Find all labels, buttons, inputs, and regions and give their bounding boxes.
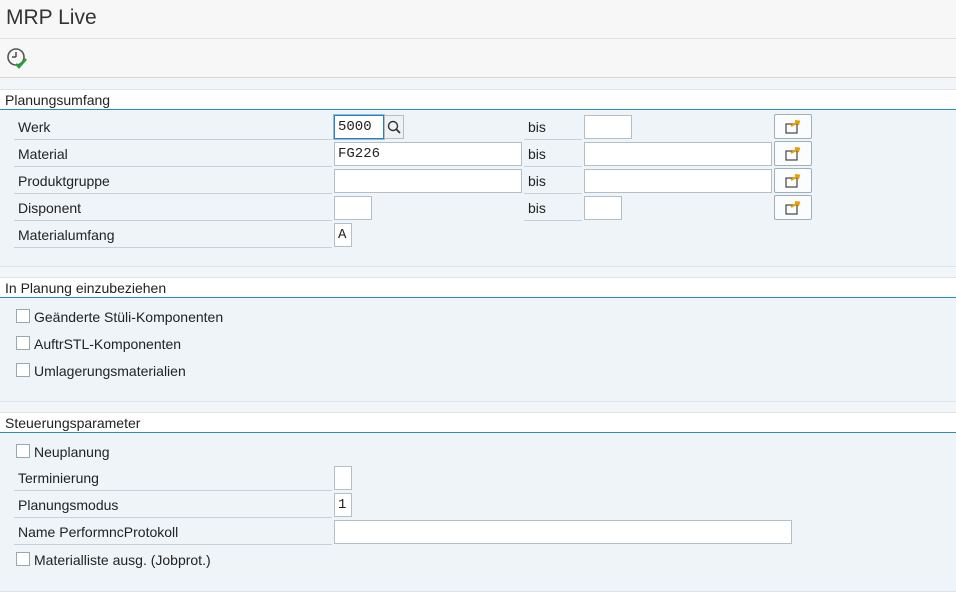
- produktgruppe-multiple-selection-button[interactable]: [774, 168, 812, 193]
- neuplanung-checkbox[interactable]: [16, 444, 30, 458]
- section-body-steuerungsparameter: [0, 433, 956, 592]
- werk-from-field[interactable]: 5000: [333, 114, 385, 140]
- section-title: Planungsumfang: [5, 92, 111, 108]
- terminierung-label: Terminierung: [14, 466, 332, 491]
- materialliste-checkbox[interactable]: [16, 552, 30, 566]
- section-title: Steuerungsparameter: [5, 415, 141, 431]
- terminierung-field[interactable]: [334, 466, 352, 490]
- title-bar: MRP Live: [0, 0, 956, 39]
- search-icon: [387, 120, 401, 134]
- materialumfang-field[interactable]: A: [334, 223, 352, 247]
- section-title: In Planung einzubeziehen: [5, 280, 167, 296]
- protokoll-label: Name PerformncProtokoll: [14, 520, 332, 545]
- section-header-planungsumfang: Planungsumfang: [0, 89, 956, 111]
- checkbox-label: Geänderte Stüli-Komponenten: [34, 309, 224, 325]
- geaenderte-stueli-checkbox[interactable]: [16, 309, 30, 323]
- auftrstl-checkbox[interactable]: [16, 336, 30, 350]
- multiple-selection-icon: [785, 120, 801, 134]
- produktgruppe-bis-label: bis: [524, 169, 582, 194]
- clock-check-icon: [7, 48, 27, 69]
- produktgruppe-label: Produktgruppe: [14, 169, 332, 194]
- multiple-selection-icon: [785, 201, 801, 215]
- werk-to-field[interactable]: [584, 115, 632, 139]
- material-multiple-selection-button[interactable]: [774, 141, 812, 166]
- disponent-bis-label: bis: [524, 196, 582, 221]
- disponent-label: Disponent: [14, 196, 332, 221]
- disponent-to-field[interactable]: [584, 196, 622, 220]
- checkbox-label: Umlagerungsmaterialien: [34, 363, 186, 379]
- section-header-steuerungsparameter: Steuerungsparameter: [0, 412, 956, 434]
- disponent-multiple-selection-button[interactable]: [774, 195, 812, 220]
- multiple-selection-icon: [785, 147, 801, 161]
- page-title: MRP Live: [6, 6, 97, 29]
- material-from-field[interactable]: FG226: [334, 142, 522, 166]
- execute-button[interactable]: [5, 46, 29, 70]
- material-bis-label: bis: [524, 142, 582, 167]
- toolbar: [0, 39, 956, 78]
- protokoll-field[interactable]: [334, 520, 792, 544]
- disponent-from-field[interactable]: [334, 196, 372, 220]
- multiple-selection-icon: [785, 174, 801, 188]
- planungsmodus-label: Planungsmodus: [14, 493, 332, 518]
- material-label: Material: [14, 142, 332, 167]
- produktgruppe-from-field[interactable]: [334, 169, 522, 193]
- werk-multiple-selection-button[interactable]: [774, 114, 812, 139]
- section-body-in-planung: [0, 298, 956, 402]
- werk-search-button[interactable]: [384, 115, 404, 139]
- checkbox-label: Neuplanung: [34, 444, 110, 460]
- checkbox-label: Materialliste ausg. (Jobprot.): [34, 552, 211, 568]
- material-to-field[interactable]: [584, 142, 772, 166]
- section-header-in-planung: In Planung einzubeziehen: [0, 277, 956, 299]
- planungsmodus-field[interactable]: 1: [334, 493, 352, 517]
- produktgruppe-to-field[interactable]: [584, 169, 772, 193]
- werk-label: Werk: [14, 115, 332, 140]
- umlagerungsmaterialien-checkbox[interactable]: [16, 363, 30, 377]
- materialumfang-label: Materialumfang: [14, 223, 332, 248]
- checkbox-label: AuftrSTL-Komponenten: [34, 336, 182, 352]
- werk-bis-label: bis: [524, 115, 582, 140]
